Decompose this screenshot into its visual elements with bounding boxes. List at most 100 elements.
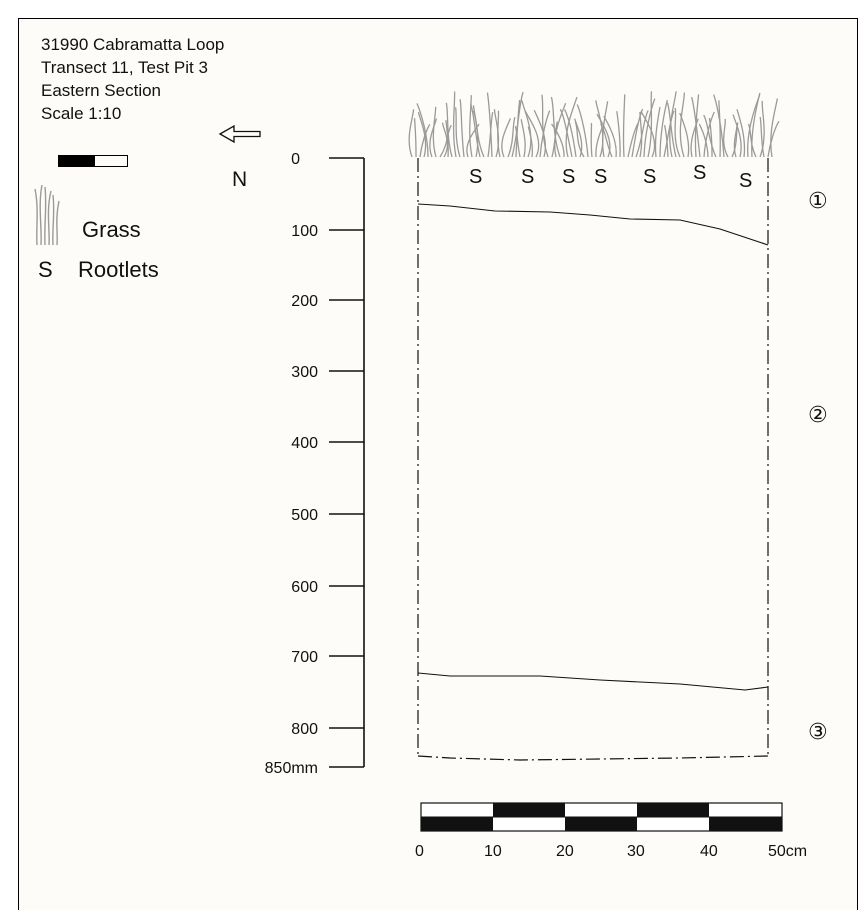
rootlet-mark: S bbox=[562, 166, 575, 188]
grass-blade bbox=[472, 110, 485, 158]
depth-label: 200 bbox=[291, 293, 318, 310]
grass-blade bbox=[515, 100, 521, 158]
grass-blade bbox=[576, 104, 589, 158]
grass-blade bbox=[679, 112, 690, 158]
grass-blade bbox=[408, 109, 415, 158]
site-address: 31990 Cabramatta Loop bbox=[41, 35, 225, 54]
grass-blade bbox=[663, 125, 669, 158]
rootlet-marks: S S S S S S S bbox=[469, 162, 752, 192]
grass-blade bbox=[731, 122, 739, 158]
grass-blade bbox=[698, 123, 709, 158]
zone-numbers: ① ② ③ bbox=[808, 189, 828, 745]
grass-blade bbox=[759, 100, 765, 158]
grass-blade bbox=[454, 107, 461, 158]
grass-blade bbox=[679, 92, 686, 158]
grass-blade bbox=[603, 115, 617, 158]
grass-blade bbox=[520, 119, 526, 158]
grass-blade bbox=[541, 94, 549, 158]
rootlet-mark: S bbox=[739, 170, 752, 192]
depth-label: 700 bbox=[291, 649, 318, 666]
zone-number-2: ② bbox=[808, 403, 828, 428]
grass-blade bbox=[459, 99, 465, 158]
grass-blade bbox=[647, 91, 653, 158]
grass-blade bbox=[574, 121, 585, 158]
transect-label: Transect 11, Test Pit 3 bbox=[41, 58, 208, 77]
hscale-label: 50cm bbox=[768, 843, 807, 860]
depth-label: 0 bbox=[291, 151, 300, 168]
depth-scale bbox=[329, 157, 365, 768]
grass-blade bbox=[596, 113, 611, 158]
zone-number-3: ③ bbox=[808, 720, 828, 745]
grass-icon bbox=[34, 184, 60, 246]
depth-label: 600 bbox=[291, 579, 318, 596]
grass-blade bbox=[713, 94, 725, 158]
rootlet-mark: S bbox=[521, 166, 534, 188]
grass-blade bbox=[622, 94, 626, 158]
grass-blade bbox=[559, 108, 573, 158]
drawing-frame bbox=[18, 18, 858, 910]
grass-blade bbox=[413, 118, 417, 158]
grass-blade bbox=[417, 112, 427, 158]
grass-blade bbox=[616, 111, 621, 158]
grass-blade bbox=[663, 110, 675, 158]
surface-grass-icon bbox=[408, 91, 780, 158]
grass-blade bbox=[627, 122, 639, 158]
grass-blade bbox=[666, 102, 677, 158]
grass-blade bbox=[732, 114, 742, 158]
grass-blade bbox=[521, 100, 532, 158]
grass-blade bbox=[703, 114, 717, 158]
rootlet-mark: S bbox=[693, 162, 706, 184]
grass-blade bbox=[770, 98, 779, 158]
grass-blade bbox=[690, 118, 699, 158]
legend-grass-label: Grass bbox=[82, 217, 141, 242]
section-label: Eastern Section bbox=[41, 81, 162, 100]
grass-blade bbox=[524, 110, 540, 158]
grass-blade bbox=[674, 107, 681, 158]
grass-blade bbox=[747, 123, 757, 158]
grass-blade bbox=[659, 99, 668, 158]
depth-label: 400 bbox=[291, 435, 318, 452]
grass-blade bbox=[600, 123, 613, 158]
grass-blade bbox=[736, 109, 746, 158]
grass-blade bbox=[432, 106, 437, 158]
grass-blade bbox=[639, 112, 643, 158]
grass-blade bbox=[554, 103, 567, 158]
horizontal-scale-labels: 0 10 20 30 40 50cm bbox=[415, 843, 807, 860]
grass-blade bbox=[445, 102, 453, 158]
grass-blade bbox=[751, 92, 761, 158]
grass-blade bbox=[486, 92, 493, 158]
north-label: N bbox=[232, 168, 248, 191]
grass-blade bbox=[550, 96, 561, 158]
grass-blade bbox=[718, 100, 721, 158]
grass-blade bbox=[452, 91, 457, 158]
depth-label: 300 bbox=[291, 364, 318, 381]
grass-blade bbox=[708, 117, 713, 158]
grass-blade bbox=[419, 123, 431, 158]
grass-blade bbox=[551, 123, 565, 158]
depth-label: 500 bbox=[291, 507, 318, 524]
grass-blade bbox=[691, 96, 701, 158]
grass-blade bbox=[654, 106, 661, 158]
grass-blade bbox=[640, 110, 656, 158]
grass-blade bbox=[733, 125, 738, 158]
zone-number-1: ① bbox=[808, 189, 828, 214]
legend-rootlets-label: Rootlets bbox=[78, 257, 159, 282]
rootlet-mark: S bbox=[594, 166, 607, 188]
grass-blade bbox=[767, 120, 780, 158]
small-scale-bar bbox=[58, 155, 128, 167]
hscale-label: 30 bbox=[627, 843, 645, 860]
grass-blade bbox=[416, 103, 429, 158]
hscale-label: 0 bbox=[415, 843, 424, 860]
grass-blade bbox=[723, 118, 729, 158]
grass-blade bbox=[564, 109, 577, 158]
scale-label: Scale 1:10 bbox=[41, 104, 122, 123]
boundary-line-2-3 bbox=[417, 672, 769, 691]
north-arrow-icon bbox=[218, 124, 261, 144]
boundary-line-1-2 bbox=[417, 203, 769, 246]
hscale-label: 20 bbox=[556, 843, 574, 860]
grass-blade bbox=[669, 91, 677, 158]
grass-blade bbox=[469, 95, 473, 158]
title-block: 31990 Cabramatta Loop Transect 11, Test … bbox=[41, 33, 224, 125]
grass-blade bbox=[539, 110, 551, 158]
grass-blade bbox=[501, 118, 511, 158]
